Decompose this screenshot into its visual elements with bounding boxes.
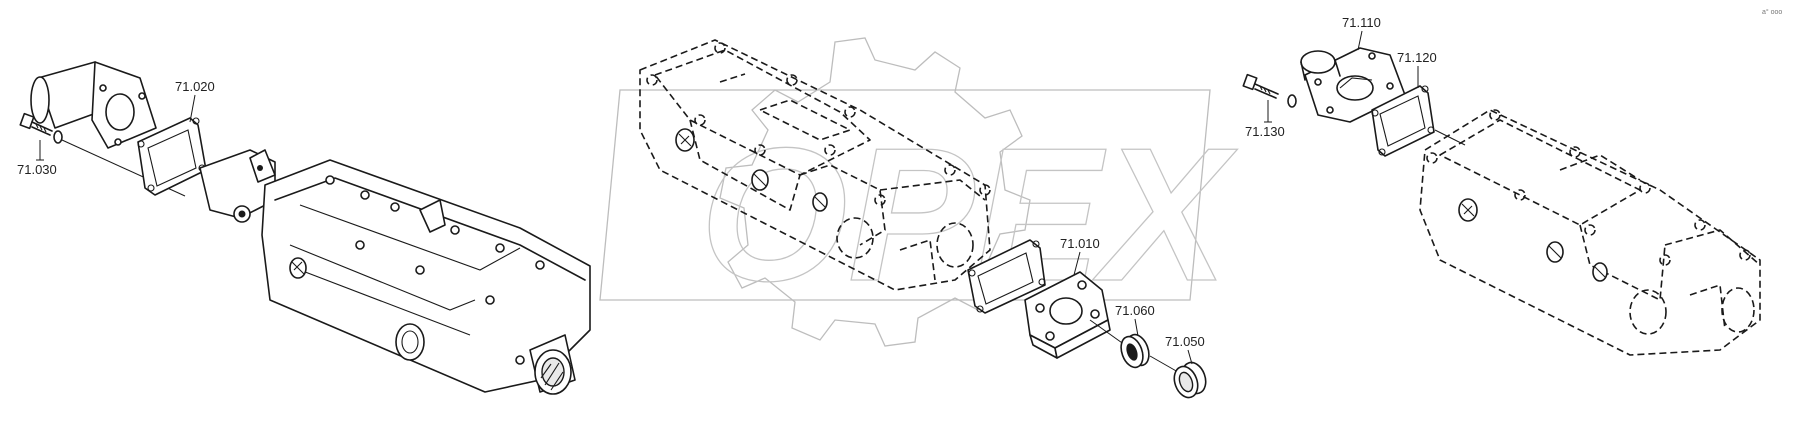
callout-71120: 71.120 xyxy=(1397,50,1437,65)
callout-71020: 71.020 xyxy=(175,79,215,94)
cover-71110-icon xyxy=(1300,47,1406,123)
watermark-frame xyxy=(599,89,1211,301)
callout-71050: 71.050 xyxy=(1165,334,1205,349)
corner-mark: a° ooo xyxy=(1762,8,1782,16)
callout-71010: 71.010 xyxy=(1060,236,1100,251)
callouts: 71.020 71.030 71.010 71.060 71.050 71.11… xyxy=(17,15,1437,365)
ring-71050-icon xyxy=(1173,361,1207,399)
callout-71060: 71.060 xyxy=(1115,303,1155,318)
gasket-71120-icon xyxy=(1371,85,1435,157)
watermark-gear xyxy=(719,37,1031,347)
bolt-71030-icon xyxy=(19,112,63,144)
watermark-text: OPEX xyxy=(700,109,1238,321)
right-assembly xyxy=(1242,47,1761,356)
washer-icon xyxy=(53,130,63,144)
transmission-housing-left xyxy=(199,149,591,395)
gasket-center-icon xyxy=(967,239,1046,314)
callout-71130: 71.130 xyxy=(1245,124,1285,139)
seal-71060-icon xyxy=(1120,333,1150,369)
transmission-housing-right-phantom xyxy=(1419,109,1761,356)
cover-cylinder-icon xyxy=(30,61,157,149)
bolt-71130-icon xyxy=(1242,73,1297,108)
callout-71030: 71.030 xyxy=(17,162,57,177)
washer-icon xyxy=(1287,94,1297,108)
left-assembly xyxy=(19,61,591,395)
transmission-housing-center-phantom xyxy=(639,39,991,291)
center-assembly xyxy=(639,39,1207,399)
flange-71010-icon xyxy=(1024,271,1111,359)
watermark: OPEX xyxy=(599,37,1239,347)
callout-71110: 71.110 xyxy=(1342,15,1381,30)
